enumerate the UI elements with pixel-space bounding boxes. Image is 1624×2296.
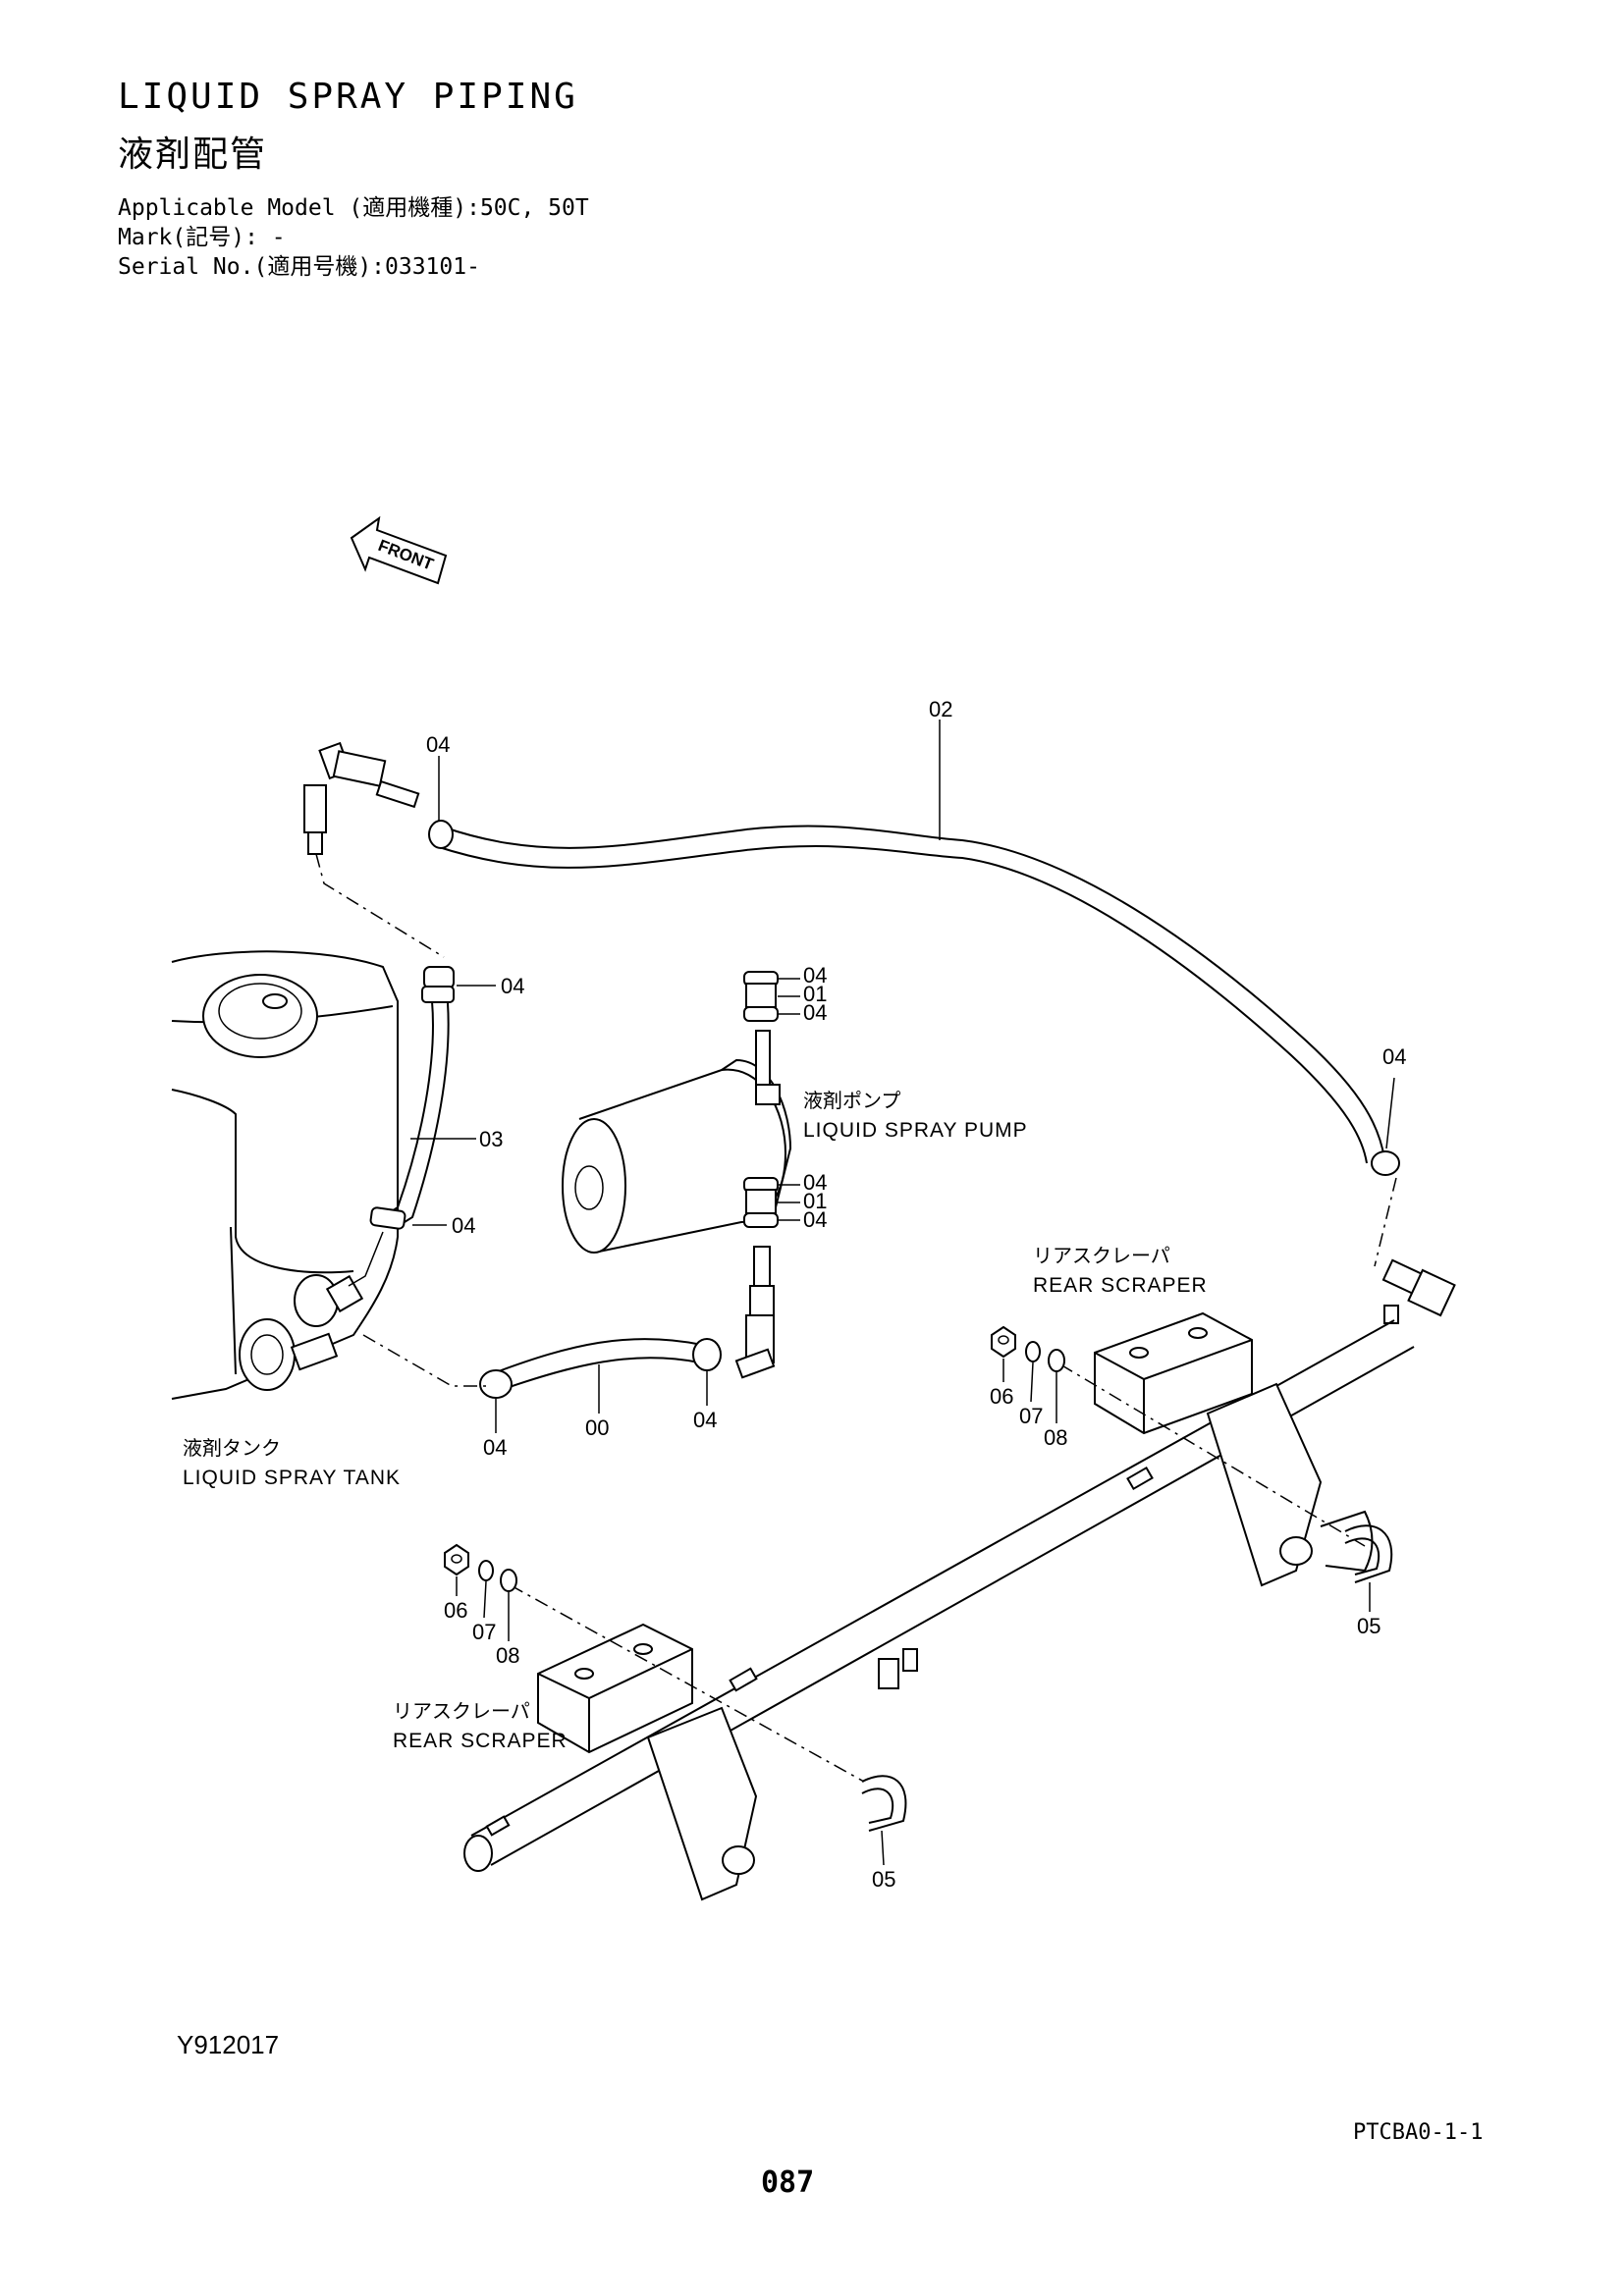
lower-scraper-bracket xyxy=(510,1584,865,1901)
callout-01: 01 xyxy=(803,1189,827,1213)
callout-04: 04 xyxy=(483,1435,507,1460)
flat-washer-icon xyxy=(500,1569,517,1592)
hose-clamp xyxy=(423,966,455,989)
nut-icon xyxy=(444,1543,469,1576)
tank-caption-en: LIQUID SPRAY TANK xyxy=(183,1467,401,1489)
callout-07: 07 xyxy=(1019,1404,1043,1428)
center-line xyxy=(315,853,445,958)
drawing-code: Y912017 xyxy=(177,2030,280,2059)
hose-clamp xyxy=(1371,1150,1400,1176)
callout-03: 03 xyxy=(479,1127,503,1151)
upper-scraper-bracket xyxy=(1059,1311,1374,1587)
hose-clamp xyxy=(692,1338,722,1371)
callout-02: 02 xyxy=(929,697,952,721)
callout-08: 08 xyxy=(1044,1425,1067,1450)
callout-00: 00 xyxy=(585,1415,609,1440)
upper-scraper-caption-en: REAR SCRAPER xyxy=(1033,1274,1208,1297)
callout-06: 06 xyxy=(990,1384,1013,1409)
callout-08: 08 xyxy=(496,1643,519,1668)
callout-05: 05 xyxy=(872,1867,895,1892)
liquid-spray-pump xyxy=(562,1030,792,1254)
callout-04: 04 xyxy=(426,732,450,757)
front-arrow-icon: FRONT xyxy=(350,515,448,585)
hose-03 xyxy=(348,966,455,1287)
lower-hardware xyxy=(444,1543,907,1832)
callout-04: 04 xyxy=(501,974,524,998)
callout-04: 04 xyxy=(803,1170,827,1195)
callout-04: 04 xyxy=(1382,1044,1406,1069)
page-title: LIQUID SPRAY PIPING xyxy=(118,77,578,117)
u-bolt-icon xyxy=(861,1775,907,1832)
right-nozzle-fitting xyxy=(1374,1177,1456,1324)
pump-caption-en: LIQUID SPRAY PUMP xyxy=(803,1119,1028,1142)
pump-outlet-fittings xyxy=(734,1177,779,1379)
center-line xyxy=(362,1334,486,1387)
page-reference: PTCBA0-1-1 xyxy=(1353,2120,1484,2145)
leader-lines xyxy=(410,720,1395,1866)
pump-inlet-fittings xyxy=(743,971,779,1022)
pump-caption-jp: 液剤ポンプ xyxy=(803,1089,900,1112)
u-bolt-icon xyxy=(1344,1524,1393,1583)
hose-clamp xyxy=(428,820,454,849)
spring-washer-icon xyxy=(478,1560,494,1581)
liquid-spray-tank xyxy=(171,950,399,1400)
callout-04: 04 xyxy=(803,1207,827,1232)
callout-04: 04 xyxy=(803,1000,827,1025)
spring-washer-icon xyxy=(1025,1341,1041,1362)
callout-05: 05 xyxy=(1357,1614,1380,1638)
lower-scraper-caption-en: REAR SCRAPER xyxy=(393,1730,568,1752)
callout-04: 04 xyxy=(452,1213,475,1238)
upper-scraper-caption-jp: リアスクレーパ xyxy=(1033,1244,1170,1267)
upper-hardware xyxy=(991,1325,1393,1583)
tank-caption-jp: 液剤タンク xyxy=(183,1436,281,1460)
hose-clamp xyxy=(369,1206,406,1230)
callout-01: 01 xyxy=(803,982,827,1006)
callout-07: 07 xyxy=(472,1620,496,1644)
page-title-japanese: 液剤配管 xyxy=(118,134,268,175)
hose-00 xyxy=(479,1338,722,1399)
hose-clamp xyxy=(479,1369,513,1399)
page-number: 087 xyxy=(761,2165,815,2200)
nut-icon xyxy=(991,1325,1016,1359)
mark-field: Mark(記号): - xyxy=(118,225,286,250)
callout-06: 06 xyxy=(444,1598,467,1623)
serial-number: Serial No.(適用号機):033101- xyxy=(118,254,480,280)
callout-04: 04 xyxy=(803,963,827,988)
flat-washer-icon xyxy=(1048,1349,1065,1372)
lower-scraper-caption-jp: リアスクレーパ xyxy=(393,1699,530,1723)
callout-04: 04 xyxy=(693,1408,717,1432)
hose-02 xyxy=(428,820,1400,1176)
applicable-model: Applicable Model (適用機種):50C, 50T xyxy=(118,195,589,221)
spray-nozzle-fitting xyxy=(303,741,420,855)
